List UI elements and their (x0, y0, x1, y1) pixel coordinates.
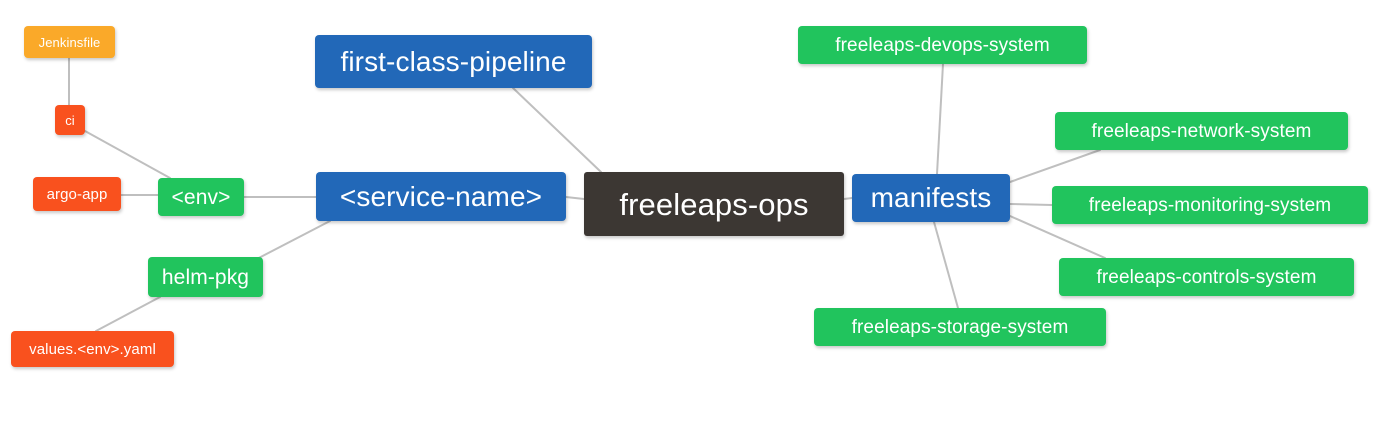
mindmap-node-service-name[interactable]: <service-name> (316, 172, 566, 221)
mindmap-node-label: argo-app (46, 185, 108, 203)
mindmap-node-freeleaps-storage-system[interactable]: freeleaps-storage-system (814, 308, 1106, 346)
edge-freeleaps-ops-to-first-class-pipeline (512, 87, 602, 173)
edge-manifests-to-freeleaps-storage-system (933, 221, 959, 309)
mindmap-node-helm-pkg[interactable]: helm-pkg (148, 257, 263, 297)
mindmap-node-label: Jenkinsfile (38, 34, 101, 50)
mindmap-node-label: <service-name> (339, 180, 543, 212)
mindmap-node-label: freeleaps-monitoring-system (1088, 194, 1332, 216)
edge-manifests-to-freeleaps-monitoring-system (1009, 203, 1053, 206)
mindmap-node-freeleaps-ops[interactable]: freeleaps-ops (584, 172, 844, 236)
mindmap-node-jenkinsfile[interactable]: Jenkinsfile (24, 26, 115, 58)
mindmap-node-label: <env> (171, 185, 231, 209)
edge-helm-pkg-to-values-yaml (95, 296, 161, 332)
edge-freeleaps-ops-to-manifests (843, 197, 853, 200)
mindmap-node-label: manifests (870, 182, 992, 213)
mindmap-node-freeleaps-network-system[interactable]: freeleaps-network-system (1055, 112, 1348, 150)
mindmap-node-label: freeleaps-controls-system (1096, 266, 1317, 288)
mindmap-node-argo-app[interactable]: argo-app (33, 177, 121, 211)
mindmap-node-freeleaps-controls-system[interactable]: freeleaps-controls-system (1059, 258, 1354, 296)
mindmap-node-label: helm-pkg (161, 265, 250, 289)
mindmap-node-label: freeleaps-network-system (1091, 120, 1312, 142)
mindmap-node-label: freeleaps-storage-system (851, 316, 1069, 338)
mindmap-node-label: ci (65, 112, 75, 128)
edge-manifests-to-freeleaps-devops-system (936, 63, 944, 175)
edge-env-to-ci (84, 130, 171, 179)
mindmap-node-env[interactable]: <env> (158, 178, 244, 216)
edge-freeleaps-ops-to-service-name (565, 196, 585, 200)
mindmap-node-first-class-pipeline[interactable]: first-class-pipeline (315, 35, 592, 88)
mindmap-node-ci[interactable]: ci (55, 105, 85, 135)
mindmap-node-label: freeleaps-devops-system (835, 34, 1050, 56)
mindmap-node-manifests[interactable]: manifests (852, 174, 1010, 222)
mindmap-node-values-yaml[interactable]: values.<env>.yaml (11, 331, 174, 367)
mindmap-node-freeleaps-monitoring-system[interactable]: freeleaps-monitoring-system (1052, 186, 1368, 224)
mindmap-node-label: freeleaps-ops (619, 186, 809, 222)
edge-manifests-to-freeleaps-network-system (1009, 149, 1101, 183)
mindmap-node-label: values.<env>.yaml (29, 340, 156, 358)
edge-service-name-to-helm-pkg (250, 220, 331, 263)
mindmap-node-label: first-class-pipeline (340, 45, 567, 77)
mindmap-node-freeleaps-devops-system[interactable]: freeleaps-devops-system (798, 26, 1087, 64)
